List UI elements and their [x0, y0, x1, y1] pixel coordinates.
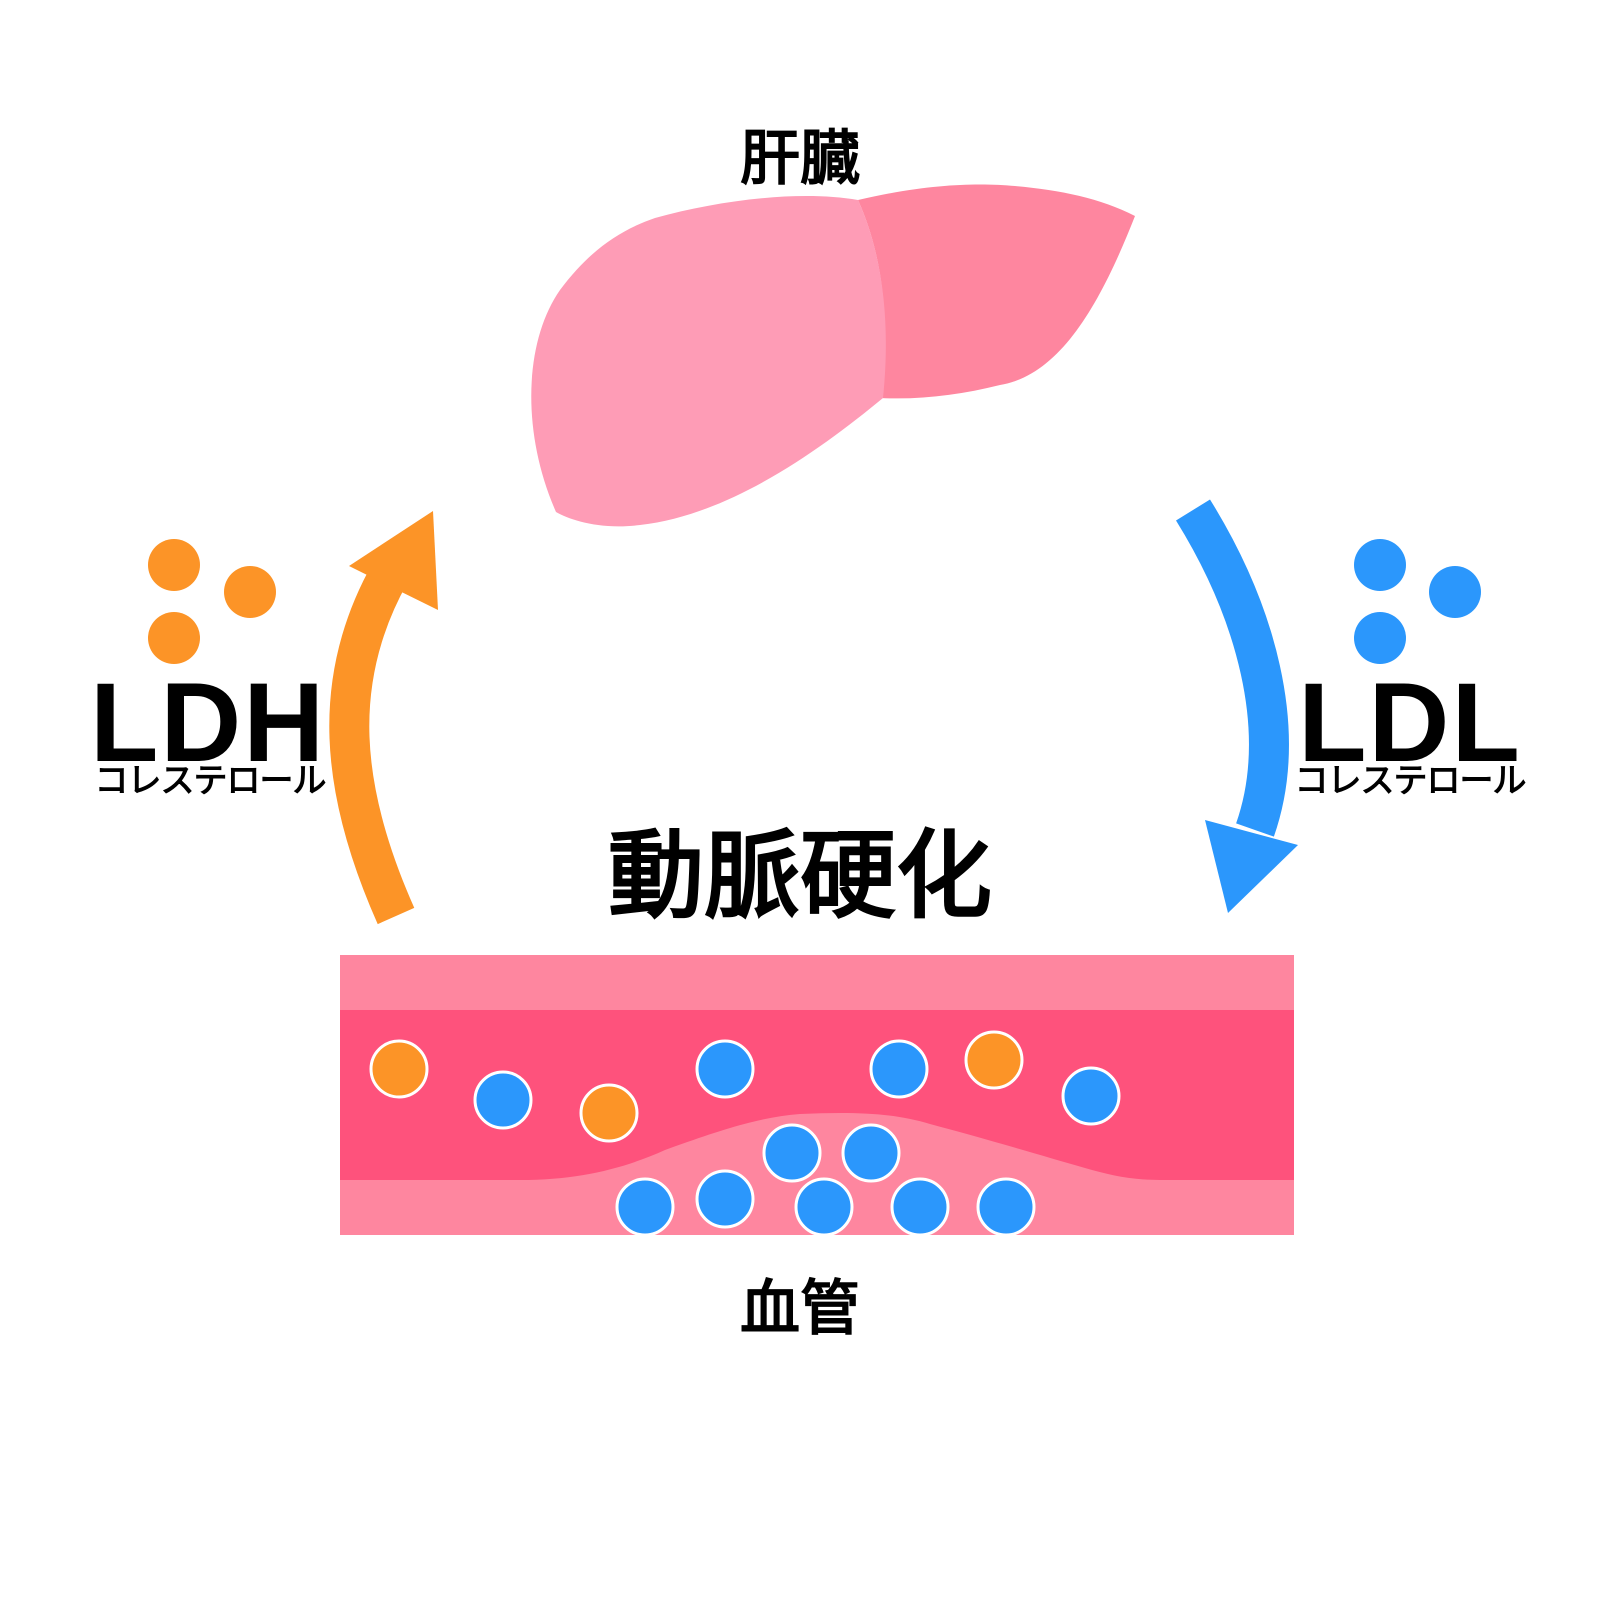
ldh-arrow — [329, 511, 438, 925]
liver-left-lobe — [531, 196, 886, 527]
liver-illustration — [531, 184, 1135, 527]
ldl-particles — [1354, 539, 1481, 664]
ldl-particle — [976, 1177, 1036, 1237]
plaque-particles — [615, 1123, 1036, 1237]
blood-vessel-label: 血管 — [740, 1274, 860, 1344]
ldh-particle — [224, 566, 276, 618]
arteriosclerosis-label: 動脈硬化 — [608, 820, 992, 932]
liver-label: 肝臓 — [740, 124, 860, 194]
ldh-cholesterol-label: コレステロール — [94, 761, 327, 801]
ldl-particle — [841, 1123, 901, 1183]
lumen-particles — [369, 1030, 1121, 1143]
ldh-particle — [579, 1083, 639, 1143]
ldl-particle — [473, 1070, 533, 1130]
ldh-particle — [964, 1030, 1024, 1090]
ldl-particle — [695, 1039, 755, 1099]
ldl-arrow-shaft — [1175, 499, 1289, 837]
ldl-arrow — [1175, 499, 1298, 913]
ldl-particle — [695, 1169, 755, 1229]
ldl-particle — [869, 1039, 929, 1099]
ldl-particle — [890, 1177, 950, 1237]
ldl-particle — [1354, 539, 1406, 591]
ldh-label: LDH — [90, 660, 327, 785]
ldh-arrow-head — [349, 511, 438, 610]
ldl-particle — [615, 1177, 675, 1237]
ldh-particle — [148, 539, 200, 591]
ldl-particle — [1354, 612, 1406, 664]
ldl-particle — [1429, 566, 1481, 618]
liver-right-lobe — [858, 184, 1135, 399]
ldl-label: LDL — [1298, 660, 1522, 785]
ldl-particle — [794, 1177, 854, 1237]
ldl-arrow-head — [1205, 820, 1298, 913]
blood-vessel — [340, 955, 1294, 1235]
ldl-cholesterol-label: コレステロール — [1294, 761, 1527, 801]
ldh-particle — [369, 1039, 429, 1099]
ldh-particle — [148, 612, 200, 664]
ldh-arrow-shaft — [329, 563, 415, 925]
plaque — [340, 1113, 1294, 1235]
ldl-particle — [762, 1123, 822, 1183]
ldl-particle — [1061, 1066, 1121, 1126]
ldh-particles — [148, 539, 276, 664]
